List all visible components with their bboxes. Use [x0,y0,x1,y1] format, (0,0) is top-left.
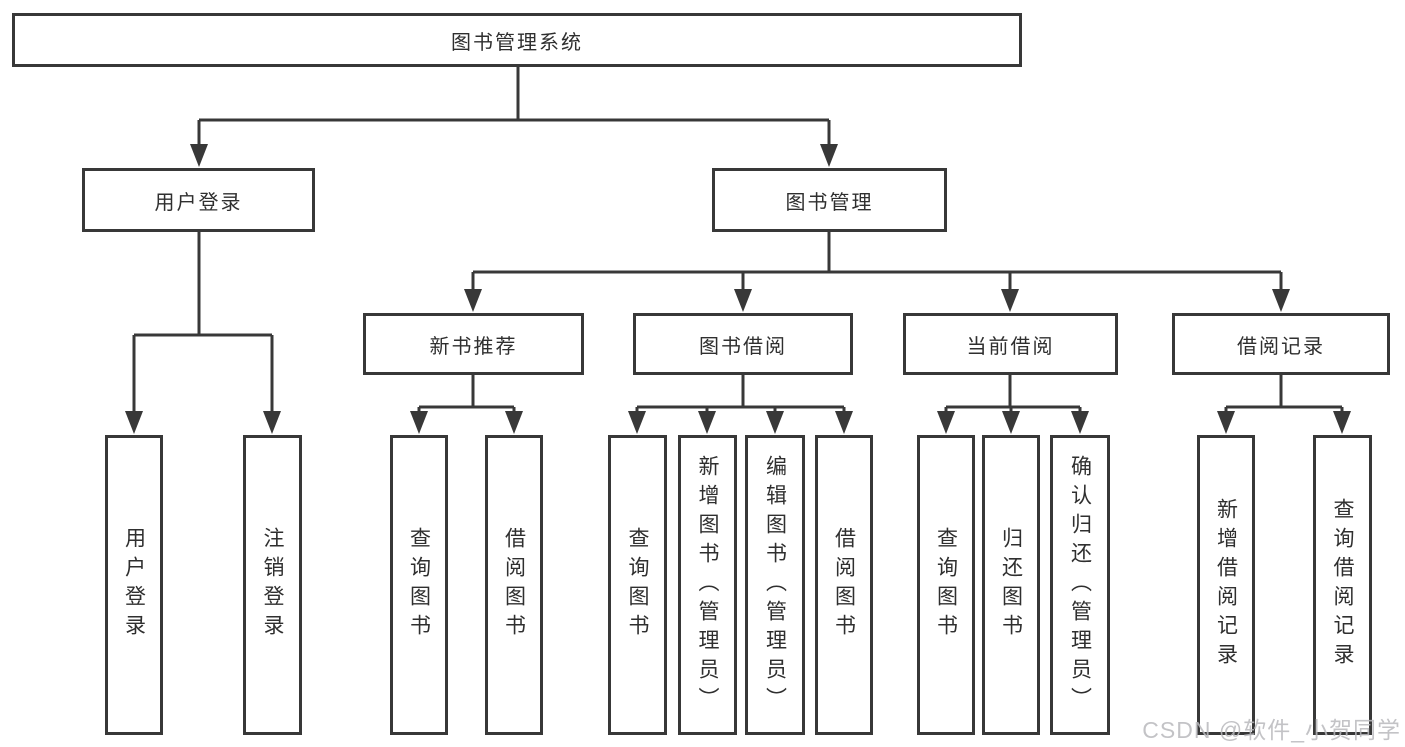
node-root-library-system: 图书管理系统 [12,13,1022,67]
leaf-edit-books-admin: 编辑图书（管理员） [745,435,805,735]
node-current-borrowing: 当前借阅 [903,313,1118,375]
node-borrowing-records-label: 借阅记录 [1237,335,1325,358]
leaf-confirm-return-admin-label: 确认归还（管理员） [1068,454,1092,716]
node-book-borrowing: 图书借阅 [633,313,853,375]
leaf-borrow-books-borrowing-label: 借阅图书 [832,527,856,643]
leaf-add-books-admin: 新增图书（管理员） [678,435,737,735]
node-borrowing-records: 借阅记录 [1172,313,1390,375]
node-book-borrowing-label: 图书借阅 [699,335,787,358]
node-user-login-label: 用户登录 [154,191,243,214]
leaf-edit-books-admin-label: 编辑图书（管理员） [763,454,787,716]
arrowhead [263,411,281,434]
leaf-return-books-label: 归还图书 [999,527,1023,643]
arrowhead [1272,289,1290,312]
leaf-borrow-books-borrowing: 借阅图书 [815,435,873,735]
connector [417,375,516,411]
leaf-logout: 注销登录 [243,435,302,735]
arrowhead [190,144,208,167]
arrowhead [820,144,838,167]
arrowhead [125,411,143,434]
leaf-return-books: 归还图书 [982,435,1040,735]
connector [635,375,846,411]
connector [944,375,1082,411]
arrowhead [505,411,523,434]
connector [1224,375,1344,411]
node-root-label: 图书管理系统 [451,31,583,54]
leaf-query-books-current: 查询图书 [917,435,975,735]
node-current-borrowing-label: 当前借阅 [966,335,1055,358]
arrowhead [1217,411,1235,434]
arrowhead [1001,289,1019,312]
arrowhead [835,411,853,434]
arrowhead [1002,411,1020,434]
arrowhead [410,411,428,434]
arrowhead [1333,411,1351,434]
leaf-user-login-label: 用户登录 [122,527,146,643]
leaf-query-books-borrowing: 查询图书 [608,435,667,735]
leaf-confirm-return-admin: 确认归还（管理员） [1050,435,1110,735]
leaf-user-login: 用户登录 [105,435,163,735]
arrowhead [698,411,716,434]
leaf-logout-label: 注销登录 [261,527,284,643]
arrowhead [734,289,752,312]
connector [132,232,274,411]
arrowhead [766,411,784,434]
leaf-add-borrow-record: 新增借阅记录 [1197,435,1255,735]
node-new-book-recommend: 新书推荐 [363,313,584,375]
connector [471,232,1283,289]
node-book-management-label: 图书管理 [785,191,874,214]
leaf-query-borrow-record-label: 查询借阅记录 [1331,498,1354,672]
arrowhead [464,289,482,312]
node-book-management: 图书管理 [712,168,947,232]
arrowhead [1071,411,1089,434]
arrowhead [937,411,955,434]
leaf-add-books-admin-label: 新增图书（管理员） [696,454,719,716]
leaf-query-books-recommend-label: 查询图书 [407,527,431,643]
leaf-add-borrow-record-label: 新增借阅记录 [1214,498,1238,672]
arrowhead [628,411,646,434]
leaf-query-books-borrowing-label: 查询图书 [626,527,649,643]
leaf-borrow-books-recommend-label: 借阅图书 [502,527,526,643]
node-user-login: 用户登录 [82,168,315,232]
leaf-borrow-books-recommend: 借阅图书 [485,435,543,735]
leaf-query-books-recommend: 查询图书 [390,435,448,735]
leaf-query-books-current-label: 查询图书 [934,527,958,643]
node-new-book-recommend-label: 新书推荐 [429,335,518,358]
leaf-query-borrow-record: 查询借阅记录 [1313,435,1372,735]
connector [197,67,831,144]
